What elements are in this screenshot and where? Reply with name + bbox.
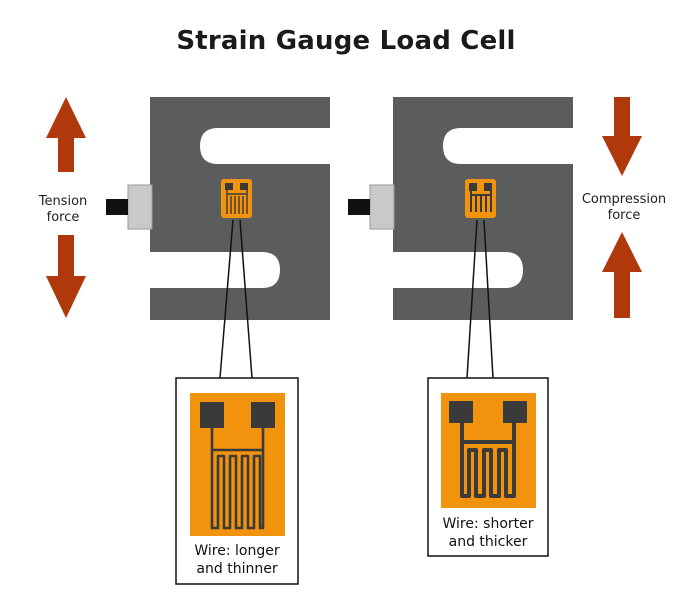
tension-force-label: Tension force	[28, 194, 98, 226]
compression-arrow-up	[602, 232, 642, 318]
tension-load-cell	[46, 97, 330, 379]
callout-line-right-2	[483, 219, 494, 379]
gauge-zoom-box-right	[427, 377, 549, 557]
caption-left-line1: Wire: longer	[194, 543, 280, 559]
tension-label-line1: Tension	[38, 194, 88, 209]
tension-arrow-down	[46, 235, 86, 318]
compression-arrow-down	[602, 97, 642, 176]
connector-housing-right	[369, 184, 395, 230]
caption-left-line2: and thinner	[196, 561, 278, 577]
caption-right-line2: and thicker	[448, 534, 528, 550]
compression-load-cell	[348, 97, 642, 379]
compression-force-label: Compression force	[576, 192, 672, 224]
callout-line-right	[466, 219, 478, 379]
connector-cable-right	[348, 199, 370, 215]
tension-arrow-up	[46, 97, 86, 172]
caption-right-line1: Wire: shorter	[442, 516, 534, 532]
callout-line-left-2	[239, 219, 253, 379]
strain-gauge-small-left	[221, 179, 252, 218]
compression-label-line2: force	[607, 208, 641, 223]
connector-housing-left	[127, 184, 153, 230]
compression-label-line1: Compression	[581, 192, 667, 207]
short-thick-wire-grid	[460, 423, 516, 498]
caption-left: Wire: longer and thinner	[176, 542, 298, 578]
callout-line-left	[219, 219, 234, 379]
connector-cable-left	[106, 199, 128, 215]
strain-gauge-small-right	[465, 179, 496, 218]
long-thin-wire-grid	[210, 428, 265, 530]
gauge-zoom-box-left	[175, 377, 299, 585]
tension-label-line2: force	[46, 210, 80, 225]
diagram-title: Strain Gauge Load Cell	[176, 26, 516, 56]
caption-right: Wire: shorter and thicker	[428, 515, 548, 551]
